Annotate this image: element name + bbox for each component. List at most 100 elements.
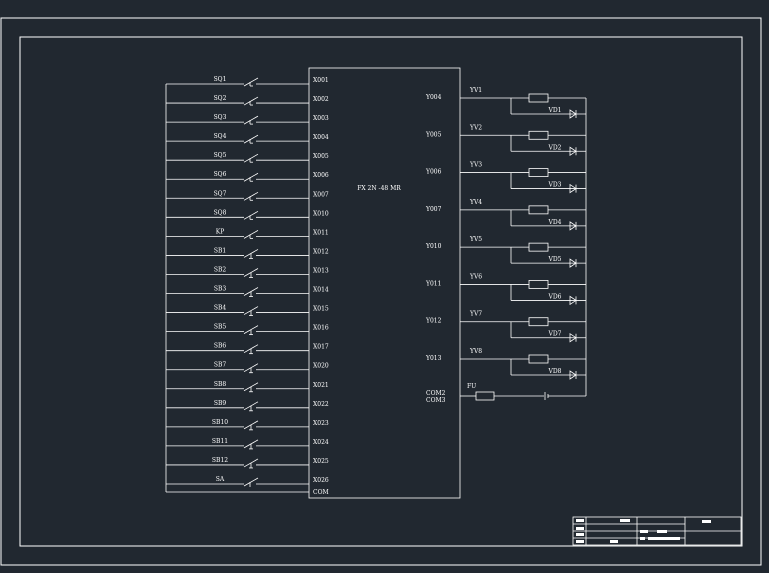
pushbutton-symbol [243, 249, 309, 259]
pushbutton-symbol [243, 458, 309, 469]
limit-switch-symbol [243, 210, 309, 220]
input-device-label: SB7 [214, 362, 227, 369]
pushbutton-symbol [243, 420, 309, 431]
input-device-label: SB9 [214, 400, 227, 407]
input-terminal-label: X011 [313, 229, 329, 236]
input-terminal-label: X007 [313, 191, 329, 198]
diode-label: VD1 [548, 107, 562, 114]
pushbutton-symbol [243, 382, 309, 393]
solenoid-valve-symbol [528, 130, 549, 140]
diode-label: VD5 [548, 256, 562, 263]
pushbutton-symbol [243, 401, 309, 412]
outer-frame [0, 17, 762, 566]
input-terminal-label: X010 [313, 210, 329, 217]
input-device-label: SQ2 [214, 95, 227, 102]
input-terminal-label: X023 [313, 420, 329, 427]
input-device-label: SQ3 [214, 114, 227, 121]
input-sb10: SB10 X023 [166, 419, 329, 431]
diode-label: VD8 [548, 368, 562, 375]
diode-label: VD4 [548, 219, 562, 226]
output-common: COM2 COM3 FU [426, 383, 586, 404]
input-device-label: SB1 [214, 247, 226, 254]
limit-switch-symbol [243, 77, 309, 87]
input-terminal-label: X012 [313, 248, 329, 255]
pushbutton-symbol [243, 287, 309, 297]
input-device-label: SQ5 [214, 152, 227, 159]
diode-symbol [569, 332, 577, 343]
input-terminal-label: X014 [313, 287, 329, 294]
output-terminal-label: Y004 [425, 94, 442, 101]
plc-box [308, 67, 461, 499]
pushbutton-symbol [243, 268, 309, 278]
valve-label: YV1 [469, 87, 482, 94]
solenoid-valve-symbol [528, 168, 549, 177]
input-terminal-label: X020 [313, 363, 329, 370]
limit-switch-symbol [243, 115, 309, 125]
diode-symbol [569, 183, 577, 194]
input-device-label: SQ6 [214, 171, 227, 178]
output-terminal-label: Y013 [425, 355, 442, 362]
solenoid-valve-symbol [528, 280, 549, 289]
input-sb3: SB3 X014 [166, 286, 329, 297]
input-sq7: SQ7 X007 [166, 190, 329, 201]
input-terminal-label: X024 [313, 439, 329, 446]
title-block [572, 516, 742, 546]
valve-label: YV8 [469, 348, 482, 355]
input-terminal-label: X015 [313, 306, 329, 313]
input-device-label: SA [216, 476, 225, 483]
diode-symbol [569, 146, 577, 157]
input-device-label: SB8 [214, 381, 227, 388]
output-terminal-label: Y012 [425, 318, 442, 325]
output-terminal-label: Y010 [425, 243, 442, 250]
input-device-label: SQ4 [214, 133, 227, 140]
limit-switch-symbol [243, 153, 309, 163]
input-sb1: SB1 X012 [166, 247, 329, 259]
input-device-label: SQ8 [214, 209, 227, 216]
solenoid-valve-symbol [528, 354, 549, 364]
input-sq8: SQ8 X010 [166, 209, 329, 220]
solenoid-valve-symbol [528, 242, 549, 252]
solenoid-valve-symbol [528, 93, 549, 103]
input-device-label: SB4 [214, 305, 227, 312]
output-terminal-label: Y011 [425, 280, 441, 287]
diode-label: VD3 [548, 182, 562, 189]
input-terminal-label: X005 [313, 153, 329, 160]
valve-label: YV3 [469, 162, 482, 169]
com-terminal-label: COM [313, 489, 329, 496]
input-device-label: SB3 [214, 286, 227, 293]
pushbutton-symbol [243, 344, 309, 355]
input-terminal-label: X003 [313, 115, 329, 122]
input-device-label: SB5 [214, 324, 227, 331]
pushbutton-symbol [243, 325, 309, 336]
valve-label: YV7 [469, 311, 482, 318]
input-sq5: SQ5 X005 [166, 152, 329, 163]
input-device-label: SQ7 [214, 190, 227, 197]
diode-label: VD7 [548, 331, 562, 338]
solenoid-valve-symbol [528, 317, 549, 327]
diode-symbol [569, 295, 577, 306]
input-terminal-label: X001 [313, 77, 329, 84]
input-device-label: SB10 [212, 419, 228, 426]
limit-switch-symbol [243, 191, 309, 201]
valve-label: YV5 [469, 236, 482, 243]
input-sb7: SB7 X020 [166, 362, 329, 374]
output-terminal-label: Y006 [425, 169, 442, 176]
pushbutton-symbol [243, 306, 309, 316]
input-terminal-label: X013 [313, 267, 329, 274]
fuse-symbol [475, 391, 495, 401]
input-device-label: SB11 [212, 438, 228, 445]
inner-border [19, 36, 743, 547]
diode-label: VD6 [548, 293, 562, 300]
